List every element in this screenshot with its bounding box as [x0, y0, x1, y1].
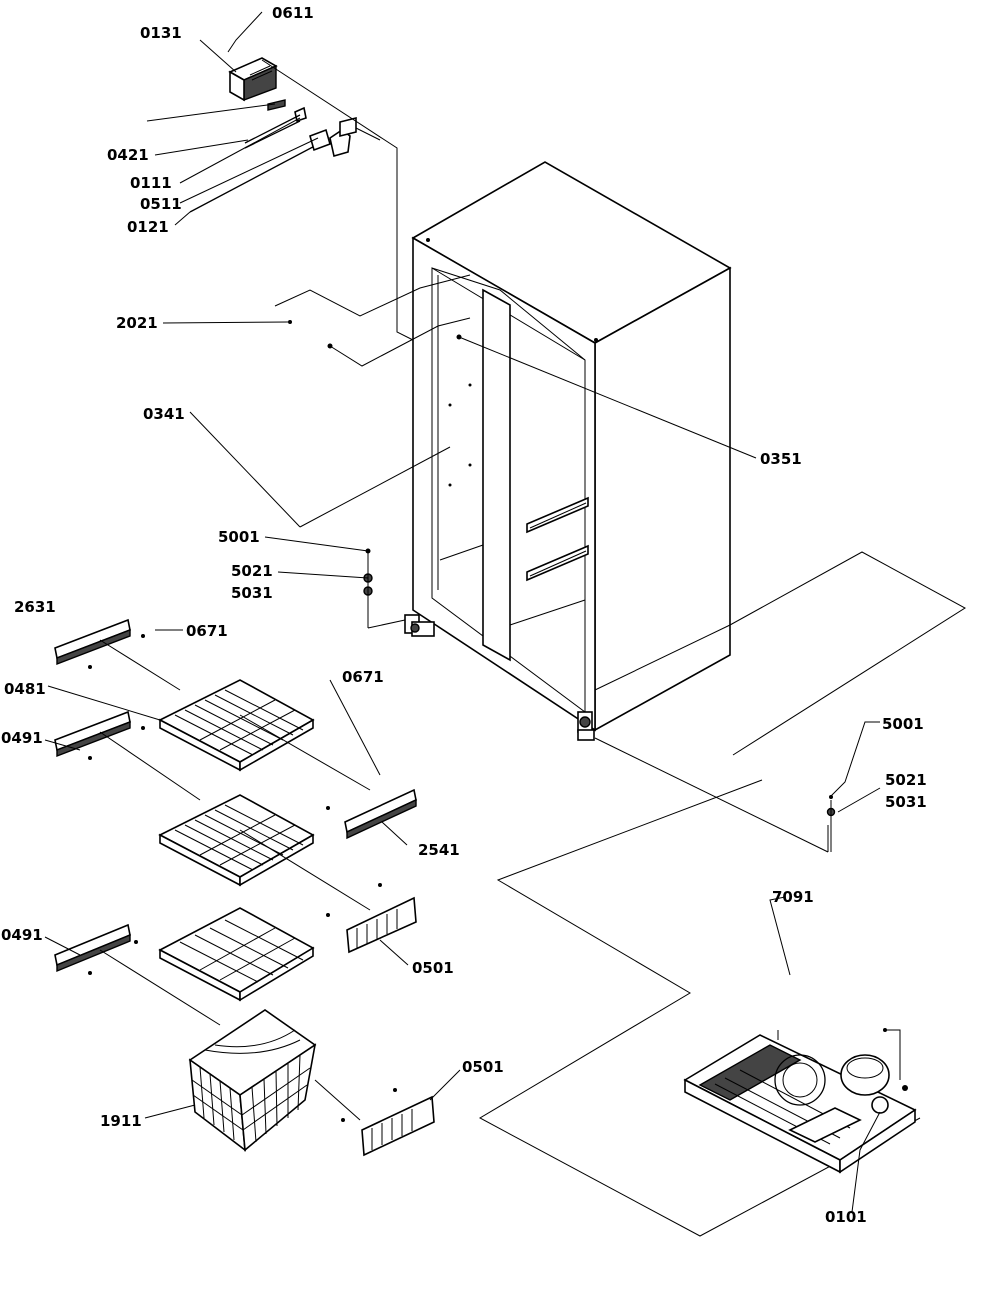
- callout-0611-top: 0611: [272, 4, 314, 22]
- shelf-rail-2541: [326, 788, 417, 840]
- callout-0131: 0131: [140, 24, 182, 42]
- callout-leaders: [44, 11, 881, 1213]
- callout-5001-right: 5001: [882, 715, 924, 733]
- callout-labels: 0611 0131 0421 0111 0511 0121 2021 0341 …: [1, 4, 927, 1226]
- callout-0121: 0121: [127, 218, 169, 236]
- callout-0671-left: 0671: [186, 622, 228, 640]
- callout-0101: 0101: [825, 1208, 867, 1226]
- callout-0481: 0481: [4, 680, 46, 698]
- callout-5021-left: 5021: [231, 562, 273, 580]
- callout-0351: 0351: [760, 450, 802, 468]
- screw-set-right: [826, 795, 836, 852]
- freezer-basket-1911: [188, 1009, 317, 1152]
- shelf-rail-0491-lower: [54, 923, 138, 975]
- shelf-rail-0491-upper: [54, 710, 145, 760]
- machine-compartment-assembly: [683, 1028, 917, 1174]
- callout-2541: 2541: [418, 841, 460, 859]
- callout-2021: 2021: [116, 314, 158, 332]
- harness-2021: [274, 274, 471, 317]
- bracket-0501-upper: [326, 883, 417, 954]
- callout-0421: 0421: [107, 146, 149, 164]
- callout-0511: 0511: [140, 195, 182, 213]
- evaporator-parts: [189, 99, 357, 213]
- freezer-shelf-middle: [158, 794, 315, 887]
- screw-set-left: [363, 548, 406, 629]
- callout-0491-upper: 0491: [1, 729, 43, 747]
- shelf-rail-2631: [54, 618, 145, 669]
- callout-0501-upper: 0501: [412, 959, 454, 977]
- callout-2631: 2631: [14, 598, 56, 616]
- callout-5001-left: 5001: [218, 528, 260, 546]
- front-roller-right: [577, 711, 595, 741]
- callout-1911: 1911: [100, 1112, 142, 1130]
- freezer-shelf-upper: [158, 679, 315, 772]
- fan-assembly-0131: [228, 57, 278, 102]
- callout-5031-left: 5031: [231, 584, 273, 602]
- callout-0491-lower: 0491: [1, 926, 43, 944]
- callout-0111: 0111: [130, 174, 172, 192]
- callout-0341: 0341: [143, 405, 185, 423]
- callout-5031-right: 5031: [885, 793, 927, 811]
- callout-5021-right: 5021: [885, 771, 927, 789]
- front-roller-left: [404, 614, 435, 637]
- callout-0501-lower: 0501: [462, 1058, 504, 1076]
- freezer-shelf-lower: [158, 907, 315, 1002]
- bracket-0501-lower: [341, 1088, 435, 1157]
- callout-7091: 7091: [772, 888, 814, 906]
- refrigerator-cabinet: [404, 161, 732, 741]
- callout-0671-right: 0671: [342, 668, 384, 686]
